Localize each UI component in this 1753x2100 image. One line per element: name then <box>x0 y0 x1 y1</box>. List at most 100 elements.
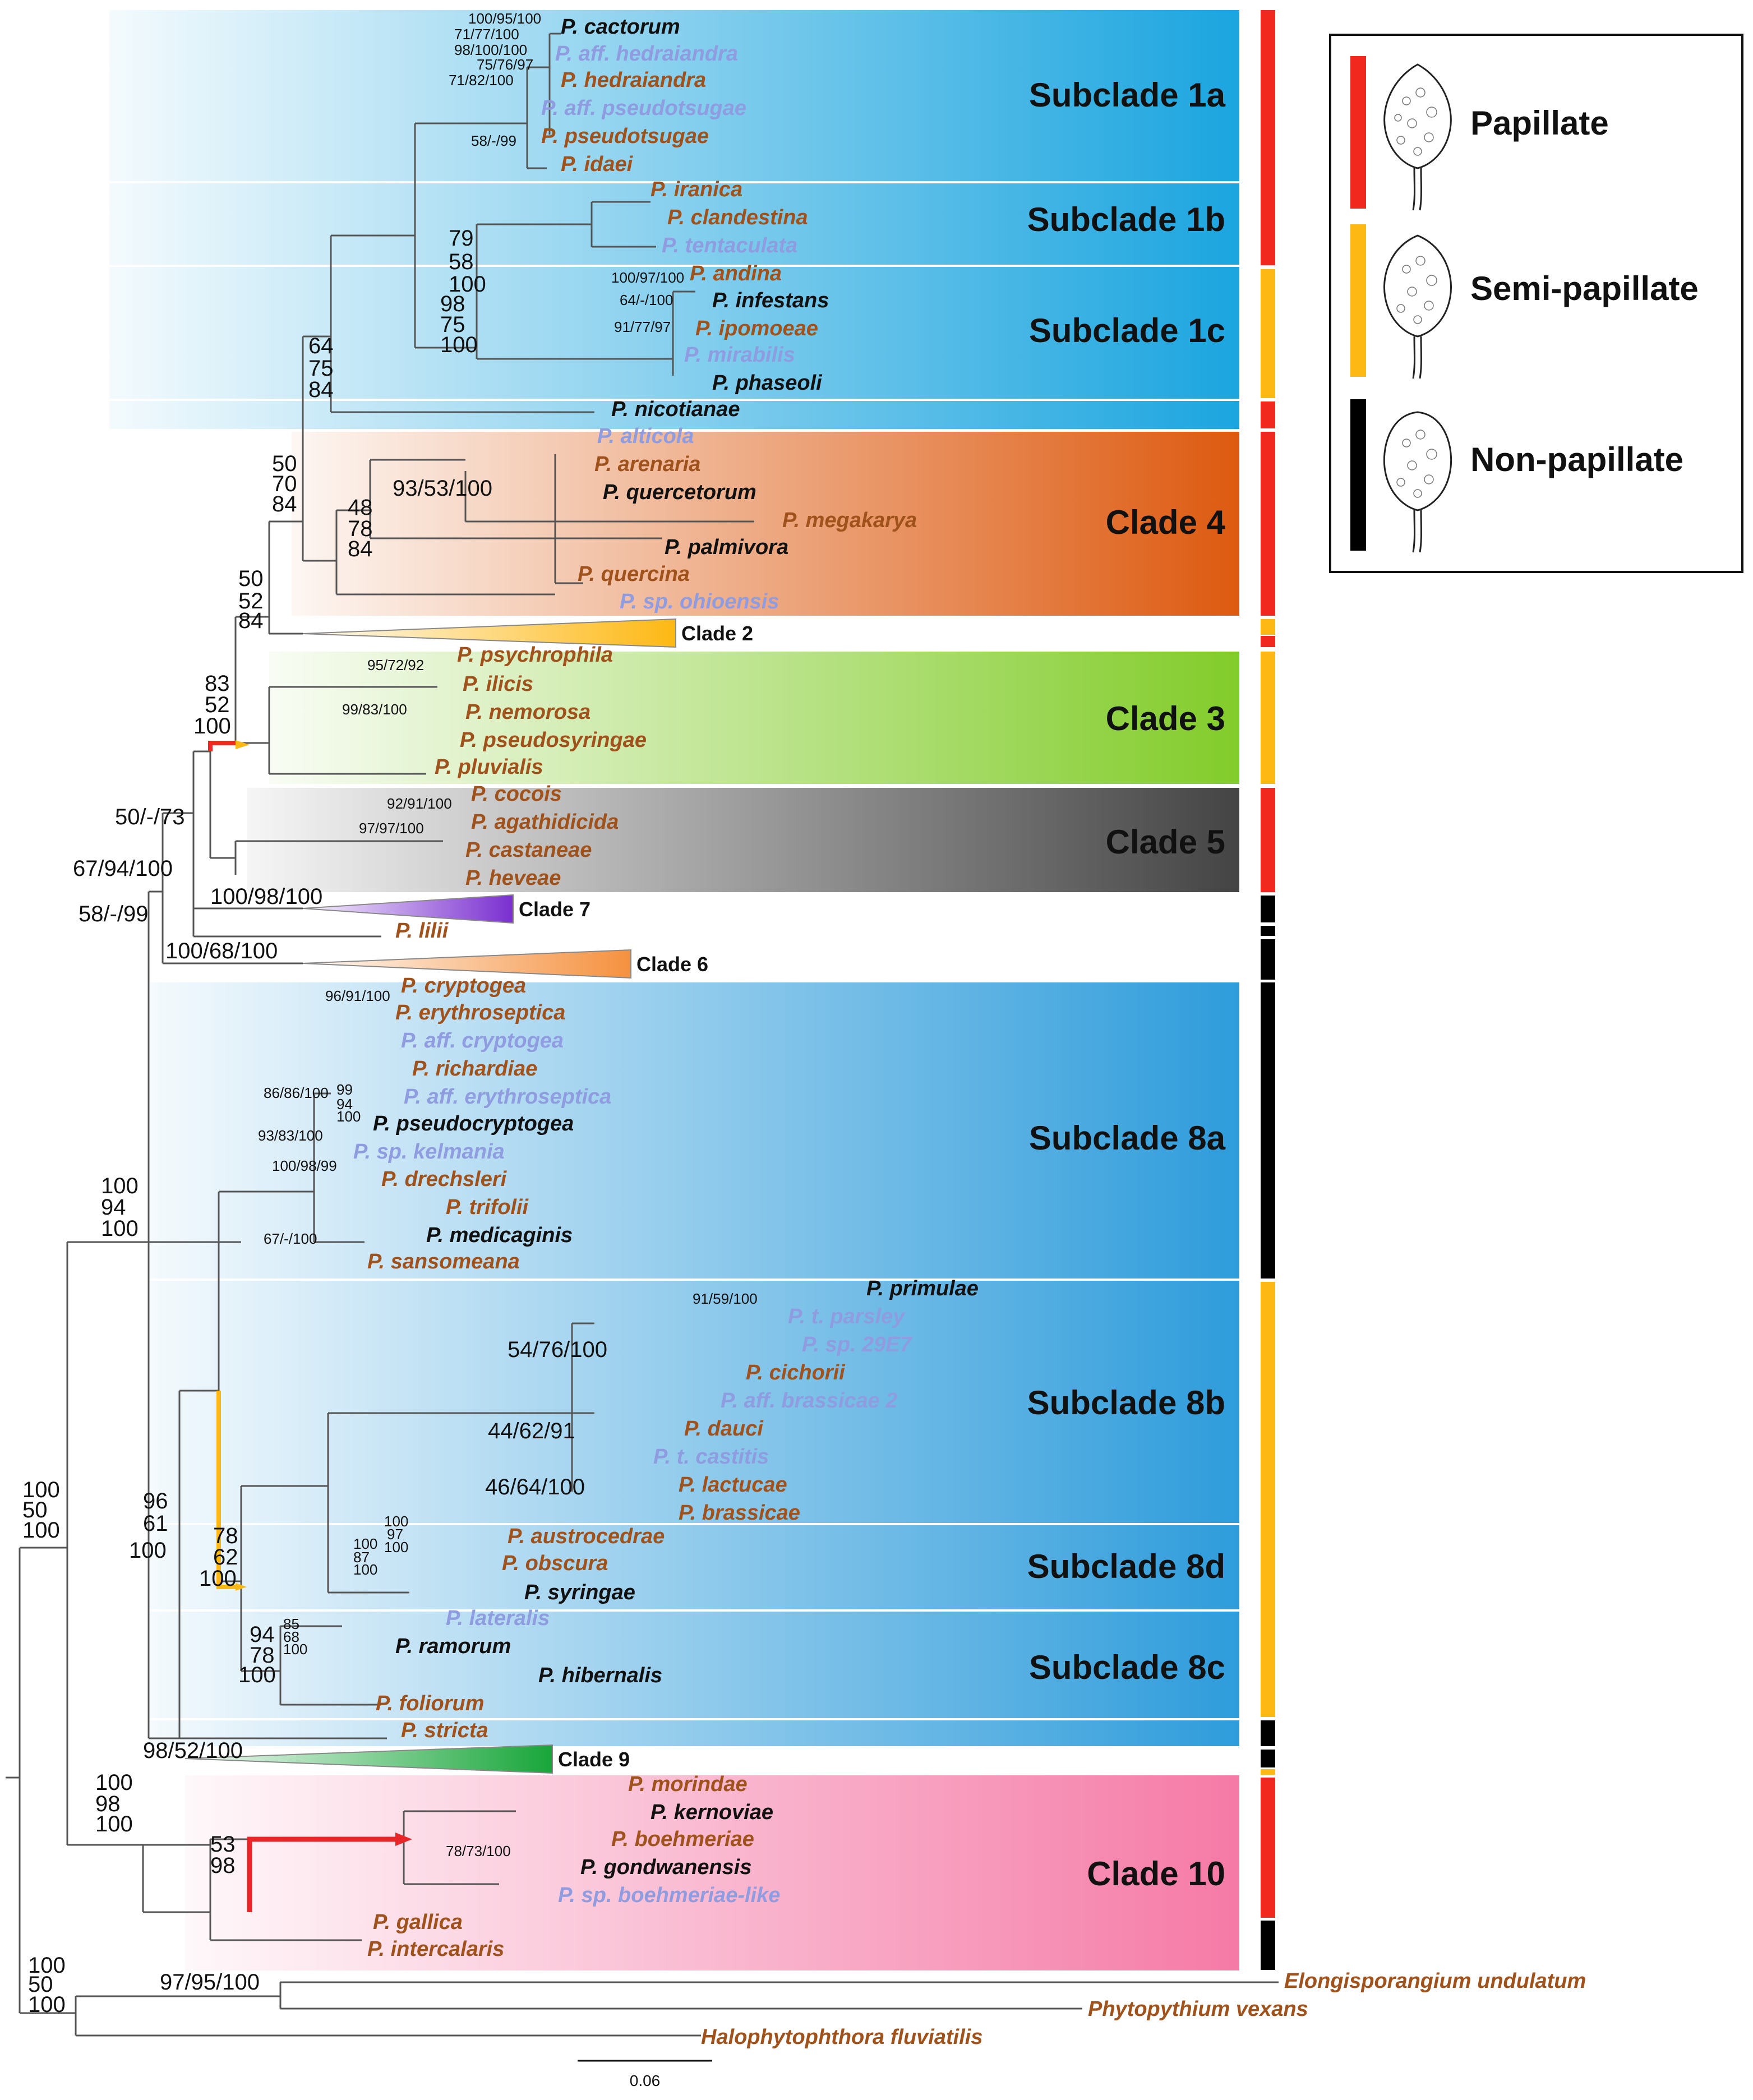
tree-branches <box>6 33 1279 2037</box>
tip-label: P. nemorosa <box>465 700 591 724</box>
subclade-8d-box <box>149 1525 1239 1609</box>
legend: Papillate Semi-papillate Non-papillate <box>1329 34 1743 573</box>
collapsed-clades: Clade 2 Clade 7 Clade 6 Clade 9 <box>184 618 753 1774</box>
support-value: 75/76/97 <box>477 56 533 73</box>
tip-label: P. foliorum <box>376 1692 485 1715</box>
sporangium-papillate-icon <box>1383 63 1452 211</box>
bar-clade-9b <box>1261 1769 1275 1775</box>
support-value: 94 <box>250 1622 275 1647</box>
support-value: 83 <box>205 671 230 696</box>
support-value: 50 <box>22 1498 48 1522</box>
support-value: 68 <box>283 1628 299 1645</box>
support-value: 100 <box>336 1108 361 1125</box>
tip-label: P. pseudotsugae <box>541 124 709 148</box>
bar-lilii <box>1261 926 1275 936</box>
tip-label: P. boehmeriae <box>611 1827 754 1851</box>
support-value: 91/59/100 <box>693 1290 758 1307</box>
tip-label: P. lateralis <box>446 1607 550 1630</box>
support-value: 97/97/100 <box>359 820 424 837</box>
clade-label-8b: Subclade 8b <box>1027 1384 1225 1421</box>
support-value: 78 <box>250 1643 275 1668</box>
tip-label: P. psychrophila <box>457 643 613 667</box>
highlighted-branches <box>208 740 412 1912</box>
tip-label: P. mirabilis <box>684 343 795 367</box>
support-value: 99/83/100 <box>342 701 407 718</box>
support-value: 71/82/100 <box>449 72 514 89</box>
tip-label: P. agathidicida <box>471 810 619 834</box>
support-value: 75 <box>308 356 334 381</box>
tip-label: Elongisporangium undulatum <box>1284 1969 1586 1993</box>
support-value: 100 <box>129 1538 167 1563</box>
support-value: 70 <box>272 472 297 496</box>
support-value: 100/95/100 <box>468 10 541 27</box>
support-value: 95/72/92 <box>367 657 424 673</box>
subclade-8b-box <box>149 1281 1239 1523</box>
bar-clade-9a <box>1261 1750 1275 1767</box>
support-value: 100 <box>22 1478 60 1502</box>
tip-label: P. stricta <box>401 1719 488 1742</box>
support-value: 48 <box>348 495 373 520</box>
bar-subclade-8a <box>1261 982 1275 1279</box>
tip-label: P. lilii <box>395 919 449 943</box>
subclade-1c-box <box>109 267 1239 399</box>
support-value: 64 <box>308 334 334 358</box>
support-value: 52 <box>205 693 230 717</box>
support-value: 100 <box>101 1216 139 1241</box>
tip-label: P. sp. 29E7 <box>802 1333 913 1356</box>
legend-swatch <box>1350 399 1366 551</box>
support-value: 100 <box>384 1513 408 1530</box>
support-value: 84 <box>272 492 297 516</box>
support-value: 100/98/100 <box>210 884 322 909</box>
tip-label: P. aff. pseudotsugae <box>541 96 746 120</box>
tip-label: P. arenaria <box>594 453 700 476</box>
support-value: 84 <box>348 537 373 561</box>
clade-3-box <box>269 652 1239 784</box>
tip-label: P. gondwanensis <box>580 1856 751 1879</box>
tip-label: P. obscura <box>502 1552 608 1575</box>
tip-label: Halophytophthora fluviatilis <box>701 2025 982 2049</box>
tip-label: Phytopythium vexans <box>1088 1997 1308 2021</box>
support-value: 100 <box>440 333 478 357</box>
support-value: 85 <box>283 1616 299 1632</box>
tip-label: P. nicotianae <box>611 398 740 421</box>
support-value: 58/-/99 <box>471 132 516 149</box>
support-value: 97 <box>387 1526 403 1543</box>
bar-clade-7 <box>1261 896 1275 922</box>
clade-labels: Subclade 1a Subclade 1b Subclade 1c Clad… <box>1027 76 1226 1893</box>
support-value: 50 <box>238 566 264 591</box>
support-value: 75 <box>440 312 465 337</box>
tip-label: P. sp. kelmania <box>353 1140 505 1164</box>
tip-label: P. pseudocryptogea <box>373 1112 574 1136</box>
support-value: 67/-/100 <box>264 1230 317 1247</box>
tip-label: P. dauci <box>684 1417 764 1441</box>
clade-backgrounds <box>109 10 1239 1970</box>
tip-label: P. sansomeana <box>367 1250 520 1273</box>
nicotianae-box <box>109 401 1239 429</box>
tip-label: P. cactorum <box>561 15 680 39</box>
tip-label: P. medicaginis <box>426 1224 573 1247</box>
support-value: 58/-/99 <box>79 902 149 926</box>
support-value: 100 <box>22 1518 60 1543</box>
tip-label: P. aff. brassicae 2 <box>721 1389 898 1413</box>
tip-label: P. sp. boehmeriae-like <box>558 1884 780 1907</box>
tip-label: P. drechsleri <box>381 1167 508 1191</box>
clade-label-1a: Subclade 1a <box>1029 76 1226 114</box>
tip-label: P. infestans <box>712 289 829 312</box>
legend-item-nonpapillate: Non-papillate <box>1350 399 1683 553</box>
clade-label-10: Clade 10 <box>1087 1855 1225 1893</box>
support-value: 79 <box>449 226 474 251</box>
tip-label: P. syringae <box>524 1581 635 1604</box>
legend-swatch <box>1350 224 1366 377</box>
support-value: 91/77/97 <box>614 319 671 335</box>
tip-label: P. ipomoeae <box>695 317 818 340</box>
tip-label: P. sp. ohioensis <box>620 590 779 613</box>
support-value: 54/76/100 <box>508 1337 607 1362</box>
clade-6-label: Clade 6 <box>636 953 708 976</box>
support-value: 78 <box>213 1524 238 1548</box>
bar-subclade-1a-1b <box>1261 10 1275 265</box>
tip-label: P. aff. erythroseptica <box>404 1085 611 1109</box>
tip-label: P. idaei <box>561 153 634 176</box>
support-value: 96/91/100 <box>325 987 390 1004</box>
tip-label: P. lactucae <box>679 1473 787 1497</box>
